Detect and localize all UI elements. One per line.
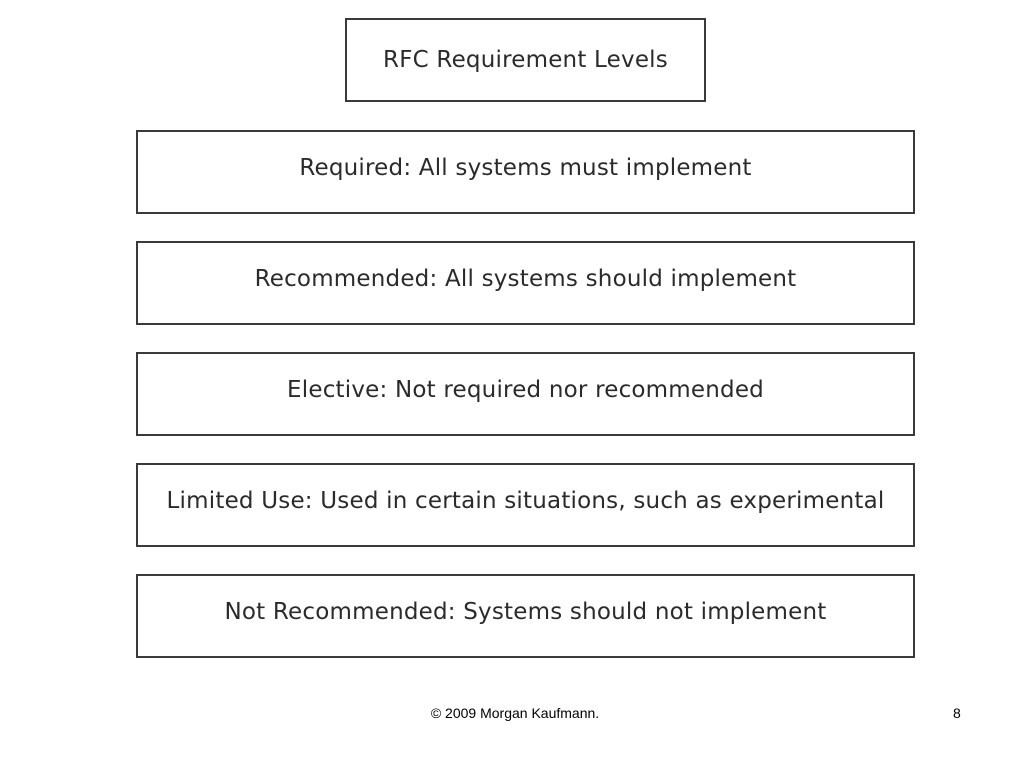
footer-copyright: © 2009 Morgan Kaufmann. (430, 705, 600, 721)
diagram-title-box: RFC Requirement Levels (345, 18, 706, 102)
level-label: Limited Use: Used in certain situations,… (166, 488, 885, 514)
level-label: Not Recommended: Systems should not impl… (224, 599, 827, 625)
level-box-required: Required: All systems must implement (136, 130, 915, 214)
level-label: Elective: Not required nor recommended (287, 377, 764, 403)
level-box-recommended: Recommended: All systems should implemen… (136, 241, 915, 325)
level-label: Required: All systems must implement (299, 155, 752, 181)
level-label: Recommended: All systems should implemen… (254, 266, 797, 292)
diagram-title: RFC Requirement Levels (383, 47, 668, 73)
level-box-limited-use: Limited Use: Used in certain situations,… (136, 463, 915, 547)
level-box-not-recommended: Not Recommended: Systems should not impl… (136, 574, 915, 658)
page-number: 8 (953, 705, 961, 721)
level-box-elective: Elective: Not required nor recommended (136, 352, 915, 436)
